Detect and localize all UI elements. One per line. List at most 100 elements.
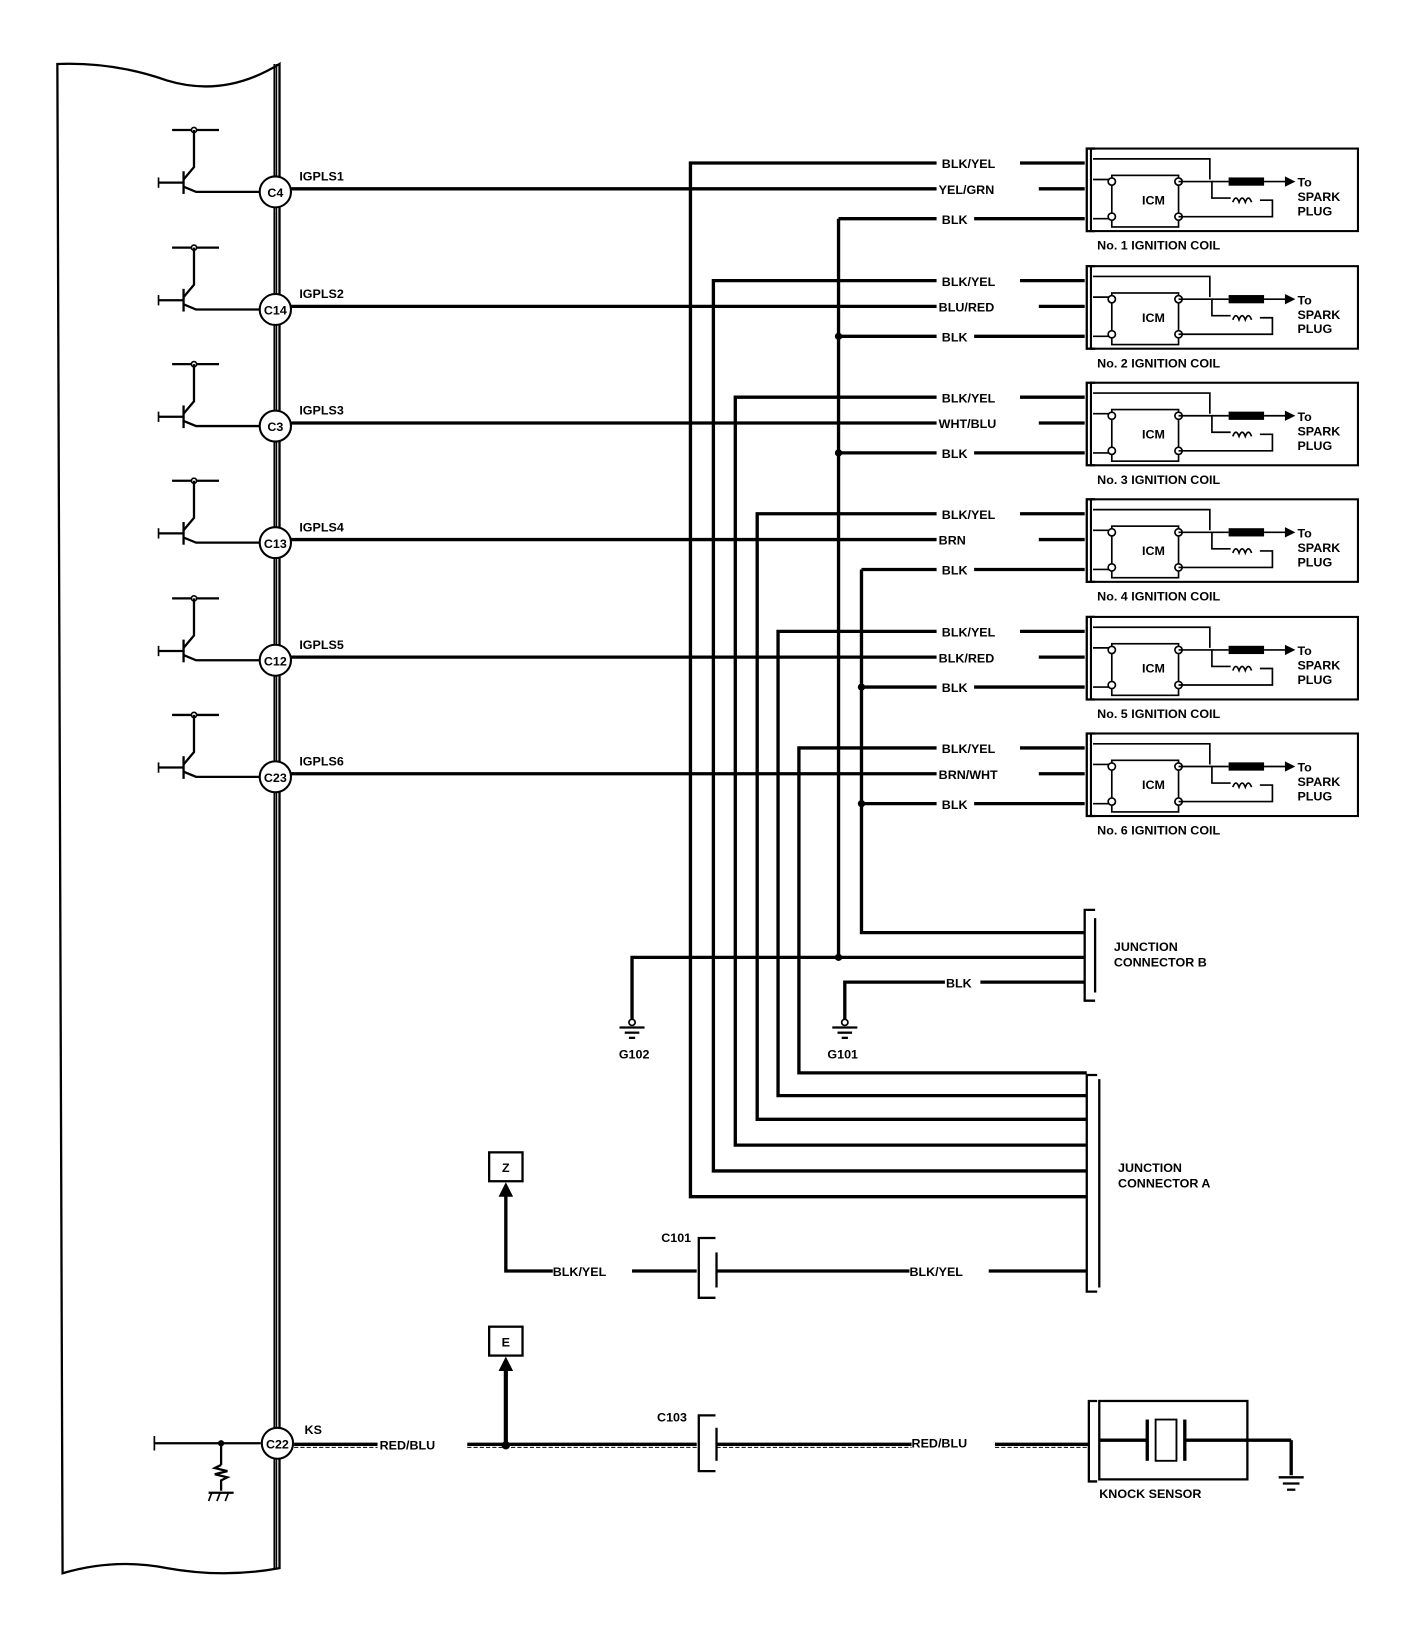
wire-color-label: BLK/YEL [942, 157, 996, 171]
ground-g101: BLK G101 [827, 976, 1085, 1062]
ecm-driver-5: C12 IGPLS5 [157, 594, 344, 677]
icm-label: ICM [1142, 193, 1165, 207]
power-wire-3: BLK/YEL [733, 391, 1087, 1147]
spark-plug-label: To [1297, 410, 1312, 424]
power-wire-6: BLK/YEL [797, 742, 1087, 1075]
arrow-up-icon [498, 1356, 514, 1372]
spark-plug-label: SPARK [1297, 190, 1340, 204]
ground-wire-6: BLK [857, 798, 1085, 812]
arrow-right-icon [1284, 761, 1296, 772]
ref-e-box[interactable] [488, 1325, 524, 1357]
connector-c101-label: C101 [661, 1231, 691, 1245]
knock-wire-left: RED/BLU [380, 1439, 436, 1453]
ecm-knock-input: C22 KS [153, 1423, 322, 1502]
wire-color-label: BRN [939, 534, 966, 548]
junction-b-label-2: CONNECTOR B [1114, 956, 1207, 970]
icm-label: ICM [1142, 778, 1165, 792]
signal-wire-1: YEL/GRN [290, 183, 1085, 197]
wire-color-label: WHT/BLU [939, 417, 997, 431]
wire-color-label: BLK/YEL [942, 742, 996, 756]
wire-color-label: BLK/YEL [942, 391, 996, 405]
connector-c103-label: C103 [657, 1411, 687, 1425]
wire-color-label: BLK [942, 331, 968, 345]
pin-c23: C23 [264, 771, 287, 785]
wire-color-label: BLK [942, 798, 968, 812]
pin-c4: C4 [267, 186, 283, 200]
spark-plug-label: To [1297, 644, 1312, 658]
junction-connector-b: JUNCTION CONNECTOR B [1083, 908, 1207, 1002]
wire-color-label: BLK/YEL [942, 626, 996, 640]
ground-wire-5: BLK [857, 681, 1085, 695]
signal-igpls6: IGPLS6 [299, 755, 344, 769]
signal-wire-4: BRN [290, 534, 1085, 548]
arrow-right-icon [1284, 410, 1296, 421]
ground-wire-2: BLK [834, 331, 1085, 345]
spark-plug-label: To [1297, 293, 1312, 307]
power-feed-wire-left: BLK/YEL [553, 1265, 607, 1279]
signal-ks: KS [305, 1423, 322, 1437]
knock-sensor: KNOCK SENSOR [1087, 1399, 1304, 1501]
ref-z-box[interactable] [488, 1151, 524, 1183]
spark-plug-label: PLUG [1297, 205, 1332, 219]
spark-plug-label: SPARK [1297, 775, 1340, 789]
ground-trunks [834, 218, 1085, 961]
pin-c22: C22 [266, 1437, 289, 1451]
ground-wire-3: BLK [834, 447, 1085, 461]
ground-wire-4: BLK [861, 564, 1085, 578]
signal-wire-2: BLU/RED [290, 301, 1085, 315]
knock-sensor-circuit: E RED/BLU C103 RED/BLU KNOCK S [294, 1325, 1304, 1501]
ecm-driver-1: C4 IGPLS1 [157, 126, 344, 209]
coil-name-label: No. 3 IGNITION COIL [1097, 473, 1220, 487]
power-wire-1: BLK/YEL [688, 157, 1087, 1199]
ground-g101-label: G101 [827, 1048, 858, 1062]
junction-connector-a: JUNCTION CONNECTOR A [1085, 1073, 1210, 1293]
spark-plug-label: SPARK [1297, 659, 1340, 673]
knock-sensor-label: KNOCK SENSOR [1099, 1487, 1201, 1501]
wire-color-label: BLK/YEL [942, 508, 996, 522]
icm-label: ICM [1142, 662, 1165, 676]
coil-name-label: No. 2 IGNITION COIL [1097, 356, 1220, 370]
wire-color-label: BLK/YEL [942, 275, 996, 289]
icm-label: ICM [1142, 311, 1165, 325]
wire-color-label: BLK [942, 213, 968, 227]
arrow-right-icon [1284, 527, 1296, 538]
arrow-right-icon [1284, 644, 1296, 656]
icm-label: ICM [1142, 428, 1165, 442]
signal-igpls5: IGPLS5 [299, 638, 344, 652]
power-wire-5: BLK/YEL [776, 626, 1087, 1098]
signal-igpls1: IGPLS1 [299, 170, 344, 184]
spark-plug-label: PLUG [1297, 322, 1332, 336]
wire-color-label: BLK [942, 564, 968, 578]
spark-plug-label: To [1297, 761, 1312, 775]
signal-wire-3: WHT/BLU [290, 417, 1085, 431]
pin-c12: C12 [264, 654, 287, 668]
signal-igpls2: IGPLS2 [299, 287, 344, 301]
wire-color-label: BLK [942, 447, 968, 461]
spark-plug-label: PLUG [1297, 439, 1332, 453]
ecm-driver-6: C23 IGPLS6 [157, 711, 344, 794]
arrow-up-icon [498, 1182, 514, 1197]
junction-b-label-1: JUNCTION [1114, 940, 1178, 954]
ecm-module [56, 61, 281, 1575]
ground-g102: G102 [619, 955, 1085, 1061]
wire-color-label: BLK [942, 681, 968, 695]
power-wire-4: BLK/YEL [755, 508, 1087, 1121]
knock-wire-right: RED/BLU [912, 1436, 968, 1450]
signal-wire-5: BLK/RED [290, 651, 1085, 665]
coil-name-label: No. 6 IGNITION COIL [1097, 824, 1220, 838]
signal-igpls4: IGPLS4 [299, 520, 344, 534]
wire-color-label: YEL/GRN [939, 183, 995, 197]
power-feed-wire-right: BLK/YEL [909, 1265, 963, 1279]
ref-z-label: Z [502, 1161, 510, 1175]
spark-plug-label: PLUG [1297, 555, 1332, 569]
arrow-right-icon [1284, 294, 1296, 305]
